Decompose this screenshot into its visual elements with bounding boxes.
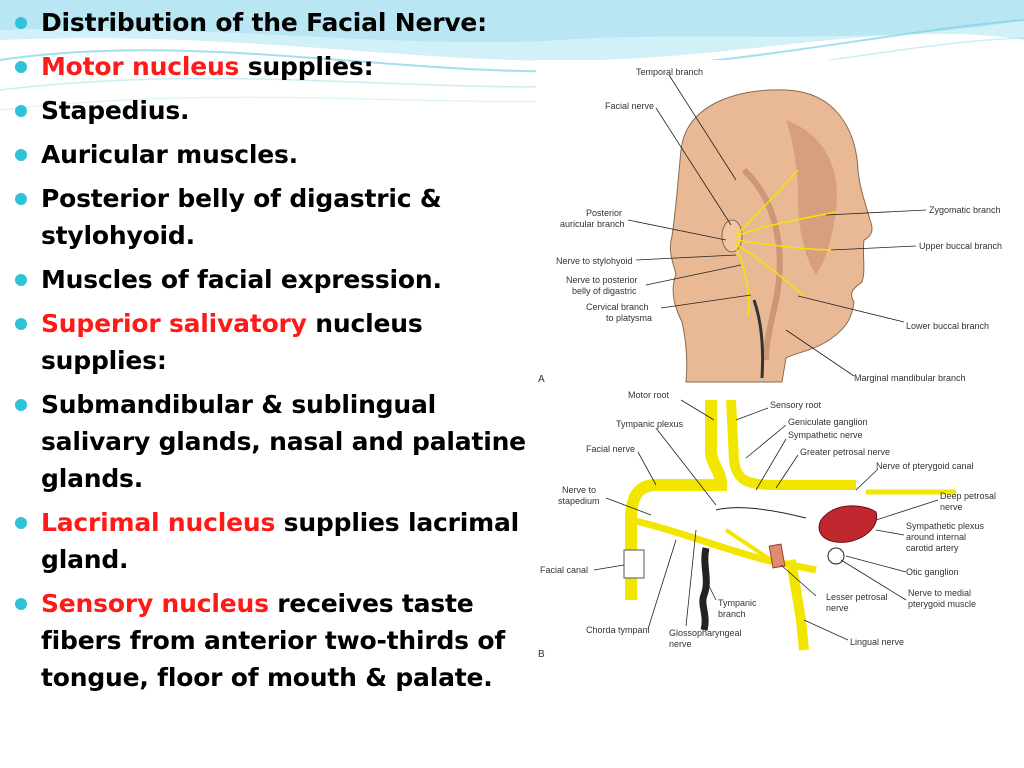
- label-greater-petrosal-nerve: Greater petrosal nerve: [800, 447, 890, 457]
- bullet-dot-icon: [15, 399, 27, 411]
- bullet-dot-icon: [15, 517, 27, 529]
- bullet-item: Stapedius.: [12, 92, 532, 129]
- label-temporal-branch: Temporal branch: [636, 67, 703, 77]
- label-sensory-root: Sensory root: [770, 400, 822, 410]
- label-motor-root: Motor root: [628, 390, 670, 400]
- label-nerve-digastric-2: belly of digastric: [572, 286, 637, 296]
- bullet-text: Stapedius.: [41, 96, 190, 125]
- label-lesser-petrosal-1: Lesser petrosal: [826, 592, 888, 602]
- label-nerve-stylohyoid: Nerve to stylohyoid: [556, 256, 633, 266]
- label-cervical-branch-1: Cervical branch: [586, 302, 649, 312]
- label-posterior-auricular-1: Posterior: [586, 208, 622, 218]
- bullet-highlight: Sensory nucleus: [41, 589, 269, 618]
- bullet-text: receives taste fibers from anterior two-…: [41, 589, 506, 692]
- label-lingual-nerve: Lingual nerve: [850, 637, 904, 647]
- facial-nerve-figure: Temporal branch Facial nerve Posterior a…: [536, 60, 1024, 660]
- bullet-dot-icon: [15, 193, 27, 205]
- bullet-item: Muscles of facial expression.: [12, 261, 532, 298]
- label-nerve-pterygoid-canal: Nerve of pterygoid canal: [876, 461, 974, 471]
- label-sympathetic-plexus-1: Sympathetic plexus: [906, 521, 985, 531]
- bullet-text: Auricular muscles.: [41, 140, 298, 169]
- bullet-text: Posterior belly of digastric & stylohyoi…: [41, 184, 442, 250]
- bullet-dot-icon: [15, 105, 27, 117]
- label-nerve-digastric-1: Nerve to posterior: [566, 275, 638, 285]
- label-deep-petrosal-2: nerve: [940, 502, 963, 512]
- bullet-dot-icon: [15, 318, 27, 330]
- bullet-item: Auricular muscles.: [12, 136, 532, 173]
- label-nerve-medial-pterygoid-1: Nerve to medial: [908, 588, 971, 598]
- bullet-text: Muscles of facial expression.: [41, 265, 442, 294]
- label-lower-buccal-branch: Lower buccal branch: [906, 321, 989, 331]
- label-facial-nerve-a: Facial nerve: [605, 101, 654, 111]
- bullet-item: Motor nucleus supplies:: [12, 48, 532, 85]
- bullet-list: Distribution of the Facial Nerve: Motor …: [12, 4, 532, 703]
- label-lesser-petrosal-2: nerve: [826, 603, 849, 613]
- bullet-text: Submandibular & sublingual salivary glan…: [41, 390, 526, 493]
- bullet-item: Sensory nucleus receives taste fibers fr…: [12, 585, 532, 696]
- bullet-text: Distribution of the Facial Nerve:: [41, 8, 487, 37]
- label-zygomatic-branch: Zygomatic branch: [929, 205, 1001, 215]
- panel-letter-a: A: [538, 374, 545, 385]
- label-sympathetic-plexus-2: around internal: [906, 532, 966, 542]
- label-posterior-auricular-2: auricular branch: [560, 219, 625, 229]
- bullet-item: Posterior belly of digastric & stylohyoi…: [12, 180, 532, 254]
- label-nerve-to-stapedium-1: Nerve to: [562, 485, 596, 495]
- label-nerve-to-stapedium-2: stapedium: [558, 496, 600, 506]
- bullet-highlight: Motor nucleus: [41, 52, 240, 81]
- bullet-dot-icon: [15, 274, 27, 286]
- label-chorda-tympani: Chorda tympani: [586, 625, 650, 635]
- bullet-text: nucleus supplies:: [41, 309, 423, 375]
- label-facial-canal: Facial canal: [540, 565, 588, 575]
- label-sympathetic-nerve: Sympathetic nerve: [788, 430, 863, 440]
- label-marginal-mandibular-branch: Marginal mandibular branch: [854, 373, 966, 383]
- bullet-item: Distribution of the Facial Nerve:: [12, 4, 532, 41]
- label-tympanic-plexus: Tympanic plexus: [616, 419, 684, 429]
- label-otic-ganglion: Otic ganglion: [906, 567, 959, 577]
- bullet-item: Lacrimal nucleus supplies lacrimal gland…: [12, 504, 532, 578]
- label-nerve-medial-pterygoid-2: pterygoid muscle: [908, 599, 976, 609]
- label-facial-nerve-b: Facial nerve: [586, 444, 635, 454]
- head-illustration: [669, 89, 873, 383]
- bullet-dot-icon: [15, 61, 27, 73]
- bullet-text: supplies:: [239, 52, 374, 81]
- label-geniculate-ganglion: Geniculate ganglion: [788, 417, 868, 427]
- bullet-item: Submandibular & sublingual salivary glan…: [12, 386, 532, 497]
- label-upper-buccal-branch: Upper buccal branch: [919, 241, 1002, 251]
- bullet-highlight: Lacrimal nucleus: [41, 508, 276, 537]
- bullet-dot-icon: [15, 598, 27, 610]
- label-sympathetic-plexus-3: carotid artery: [906, 543, 959, 553]
- label-cervical-branch-2: to platysma: [606, 313, 652, 323]
- label-glossopharyngeal-1: Glossopharyngeal: [669, 628, 742, 638]
- bullet-item: Superior salivatory nucleus supplies:: [12, 305, 532, 379]
- label-tympanic-branch-1: Tympanic: [718, 598, 757, 608]
- label-tympanic-branch-2: branch: [718, 609, 746, 619]
- bullet-highlight: Superior salivatory: [41, 309, 307, 338]
- bullet-dot-icon: [15, 17, 27, 29]
- panel-letter-b: B: [538, 649, 545, 660]
- bullet-dot-icon: [15, 149, 27, 161]
- facial-nerve-illustration: Temporal branch Facial nerve Posterior a…: [538, 67, 1002, 660]
- label-glossopharyngeal-2: nerve: [669, 639, 692, 649]
- nerve-schematic: [623, 399, 956, 651]
- bullet-text: supplies lacrimal gland.: [41, 508, 520, 574]
- label-deep-petrosal-1: Deep petrosal: [940, 491, 996, 501]
